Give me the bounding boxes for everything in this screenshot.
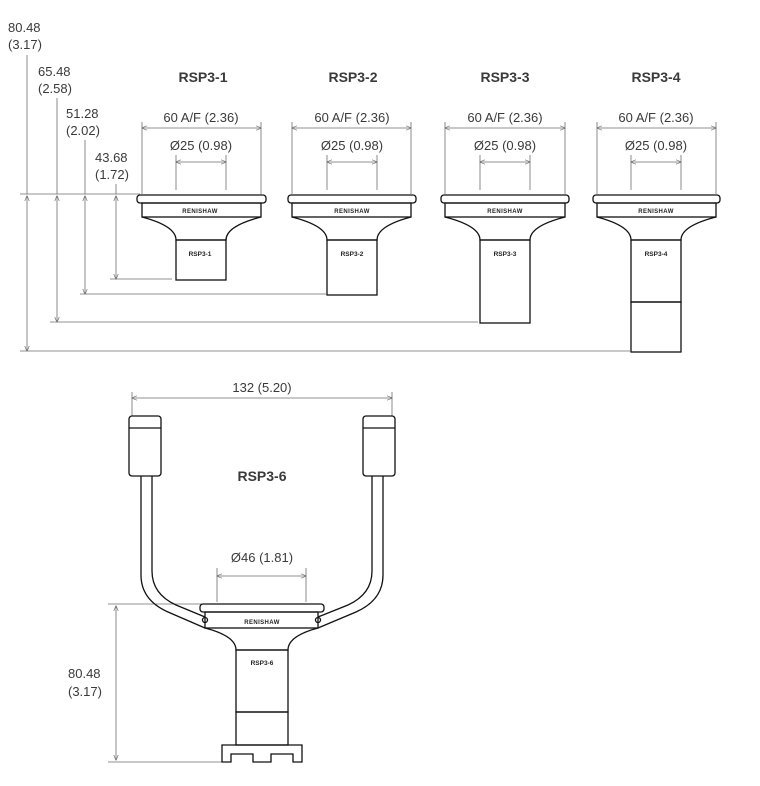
rsp3-6-height-inch-label: (3.17) <box>68 684 102 699</box>
rsp3-6-title: RSP3-6 <box>237 468 286 484</box>
height-label-3: 51.28 <box>66 106 99 121</box>
rsp3-6-label: RSP3-6 <box>251 660 274 667</box>
probe-rsp3-6: 132 (5.20) RSP3-6 Ø46 (1.81) 80.48 (3.17… <box>68 380 396 763</box>
probe-title: RSP3-1 <box>178 69 227 85</box>
probe-title: RSP3-4 <box>631 69 680 85</box>
height-inch-label-2: (2.58) <box>38 81 72 96</box>
probe-body <box>592 194 721 353</box>
renishaw-logo: RENISHAW <box>182 209 218 215</box>
probe-body <box>136 194 267 281</box>
probe-title: RSP3-3 <box>480 69 529 85</box>
af-dimension-label: 60 A/F (2.36) <box>618 110 693 125</box>
af-dimension-label: 60 A/F (2.36) <box>467 110 542 125</box>
height-label-4: 43.68 <box>95 150 128 165</box>
probe-body <box>287 194 417 296</box>
diameter-label: Ø25 (0.98) <box>474 138 536 153</box>
height-inch-label-3: (2.02) <box>66 123 100 138</box>
height-inch-label-1: (3.17) <box>8 37 42 52</box>
probe-rsp3-4: RSP3-4 60 A/F (2.36) Ø25 (0.98) RENISHAW… <box>592 69 721 353</box>
height-inch-label-4: (1.72) <box>95 167 129 182</box>
renishaw-logo: RENISHAW <box>638 209 674 215</box>
rsp3-6-body <box>128 415 396 763</box>
probe-title: RSP3-2 <box>328 69 377 85</box>
diameter-label: Ø25 (0.98) <box>321 138 383 153</box>
af-dimension-label: 60 A/F (2.36) <box>163 110 238 125</box>
probe-rsp3-2: RSP3-2 60 A/F (2.36) Ø25 (0.98) RENISHAW… <box>287 69 417 296</box>
probe-label: RSP3-1 <box>189 251 212 258</box>
height-label-1: 80.48 <box>8 20 41 35</box>
rsp3-6-diameter-label: Ø46 (1.81) <box>231 550 293 565</box>
diameter-label: Ø25 (0.98) <box>625 138 687 153</box>
probe-label: RSP3-4 <box>645 251 668 258</box>
renishaw-logo: RENISHAW <box>487 209 523 215</box>
height-dimensions: 80.48 (3.17) 65.48 (2.58) 51.28 (2.02) 4… <box>8 20 630 351</box>
renishaw-logo: RENISHAW <box>334 209 370 215</box>
height-label-2: 65.48 <box>38 64 71 79</box>
probe-body <box>440 194 570 324</box>
rsp3-6-height-label: 80.48 <box>68 666 101 681</box>
width-dimension-label: 132 (5.20) <box>232 380 291 395</box>
probe-rsp3-3: RSP3-3 60 A/F (2.36) Ø25 (0.98) RENISHAW… <box>440 69 570 324</box>
af-dimension-label: 60 A/F (2.36) <box>314 110 389 125</box>
probe-rsp3-1: RSP3-1 60 A/F (2.36) Ø25 (0.98) RENISHAW… <box>136 69 267 281</box>
diameter-label: Ø25 (0.98) <box>170 138 232 153</box>
probe-label: RSP3-2 <box>341 251 364 258</box>
probe-label: RSP3-3 <box>494 251 517 258</box>
renishaw-logo: RENISHAW <box>244 620 280 626</box>
